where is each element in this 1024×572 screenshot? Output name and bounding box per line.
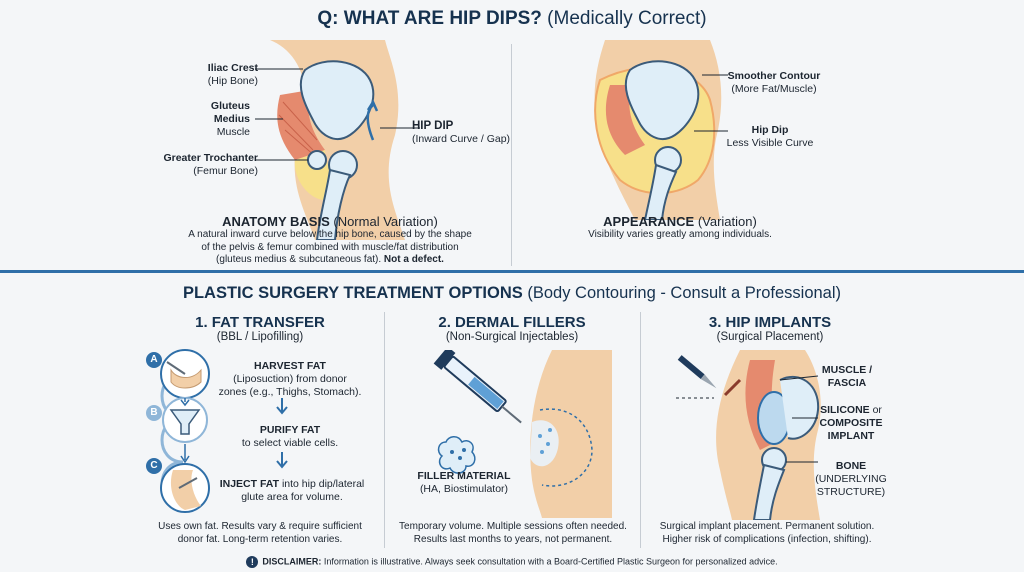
appearance-caption: APPEARANCE (Variation) Visibility varies…: [588, 214, 772, 240]
fat-transfer-steps-illustration: [160, 349, 210, 513]
iliac-crest-label: Iliac Crest(Hip Bone): [207, 62, 258, 87]
fat-transfer-heading: 1. FAT TRANSFER (BBL / Lipofilling): [195, 314, 325, 343]
greater-trochanter-label: Greater Trochanter(Femur Bone): [163, 152, 258, 177]
step-b-badge: B: [146, 405, 162, 421]
disclaimer: !DISCLAIMER: Information is illustrative…: [0, 556, 1024, 568]
arrow-down-icon: [276, 398, 288, 415]
fillers-footnote: Temporary volume. Multiple sessions ofte…: [399, 521, 627, 545]
hip-dip-label: HIP DIP(Inward Curve / Gap): [412, 120, 511, 145]
appearance-illustration: [594, 40, 728, 220]
options-divider-2: [640, 312, 641, 548]
anatomy-illustration: [255, 40, 420, 240]
implants-footnote: Surgical implant placement. Permanent so…: [659, 521, 875, 545]
section-rule: [0, 270, 1024, 273]
page-title: Q: WHAT ARE HIP DIPS? (Medically Correct…: [317, 8, 707, 29]
implants-heading: 3. HIP IMPLANTS (Surgical Placement): [708, 314, 832, 343]
smoother-contour-label: Smoother Contour(More Fat/Muscle): [727, 70, 821, 95]
section-title: PLASTIC SURGERY TREATMENT OPTIONS (Body …: [182, 284, 842, 302]
step-a-badge: A: [146, 352, 162, 368]
top-divider: [511, 44, 512, 266]
warning-icon: !: [246, 556, 259, 568]
implants-illustration: [676, 350, 821, 520]
fillers-illustration: [433, 350, 612, 518]
muscle-fascia-label: MUSCLE /FASCIA: [821, 364, 873, 389]
fat-transfer-footnote: Uses own fat. Results vary & require suf…: [158, 521, 362, 545]
filler-material-label: FILLER MATERIAL(HA, Biostimulator): [417, 470, 511, 495]
fillers-heading: 2. DERMAL FILLERS (Non-Surgical Injectab…: [438, 314, 586, 343]
anatomy-caption: ANATOMY BASIS (Normal Variation) A natur…: [188, 214, 472, 265]
step-c-badge: C: [146, 458, 162, 474]
options-divider-1: [384, 312, 385, 548]
arrow-down-icon: [276, 452, 288, 469]
